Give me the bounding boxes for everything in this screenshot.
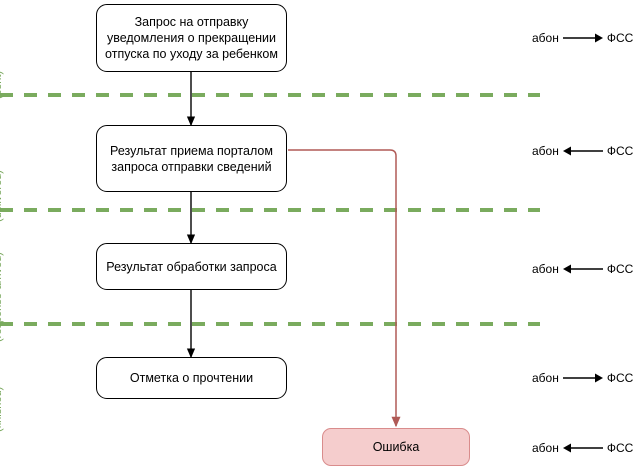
lane-label-sent-line2: (sent)	[0, 70, 4, 99]
arrow-left-icon	[562, 263, 603, 275]
side-label-finished-from: абон	[532, 371, 559, 385]
side-label-sent-to: ФСС	[606, 31, 634, 45]
lane-label-finished-line2: (finished)	[0, 386, 4, 432]
side-label-response-arrived-from: абон	[532, 262, 559, 276]
side-label-response-arrived-to: ФСС	[606, 262, 634, 276]
side-label-sent-from: абон	[532, 31, 559, 45]
lane-label-response-arrived-line2: (response-arrived)	[0, 252, 4, 342]
node-request-send-notification-label: Запрос на отправку уведомления о прекращ…	[105, 15, 278, 61]
lane-label-delivered-line2: (delivered)	[0, 170, 4, 222]
lane-label-sent: отправлен (sent)	[0, 46, 4, 99]
side-label-sent-direction: абон ФСС	[532, 31, 633, 45]
node-request-send-notification[interactable]: Запрос на отправку уведомления о прекращ…	[96, 4, 287, 72]
side-label-finished-to: ФСС	[606, 371, 634, 385]
node-error-label: Ошибка	[372, 440, 420, 454]
lane-label-finished: завершен (finished)	[0, 382, 4, 432]
lane-label-delivered: доставлен (delivered)	[0, 169, 4, 222]
flow-arrow-error-branch	[288, 149, 401, 428]
node-error[interactable]: Ошибка	[322, 428, 470, 466]
arrow-right-icon	[562, 372, 603, 384]
arrow-right-icon	[562, 32, 603, 44]
side-label-delivered-direction: абон ФСС	[532, 144, 633, 158]
lane-label-response-arrived: получен ответ (response-arrived)	[0, 252, 4, 342]
side-label-error-to: ФСС	[606, 441, 634, 455]
side-label-delivered-from: абон	[532, 144, 559, 158]
side-label-error-from: абон	[532, 441, 559, 455]
node-portal-receipt-result[interactable]: Результат приема порталом запроса отправ…	[96, 125, 287, 192]
side-label-error-direction: абон ФСС	[532, 441, 633, 455]
side-label-finished-direction: абон ФСС	[532, 371, 633, 385]
arrow-left-icon	[562, 442, 603, 454]
side-label-response-arrived-direction: абон ФСС	[532, 262, 633, 276]
node-read-receipt-label: Отметка о прочтении	[129, 371, 254, 385]
node-request-processing-result-label: Результат обработки запроса	[106, 259, 277, 274]
arrow-left-icon	[562, 145, 603, 157]
node-request-processing-result[interactable]: Результат обработки запроса	[96, 243, 287, 290]
node-read-receipt[interactable]: Отметка о прочтении	[96, 357, 287, 399]
side-label-delivered-to: ФСС	[606, 144, 634, 158]
node-portal-receipt-result-label: Результат приема порталом запроса отправ…	[110, 143, 273, 174]
